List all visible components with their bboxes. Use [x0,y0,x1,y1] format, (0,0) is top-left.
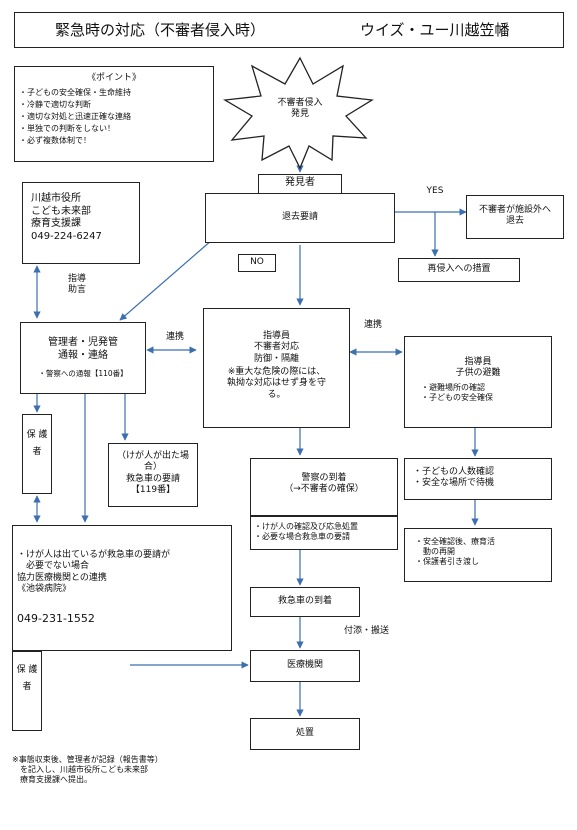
yes-label: YES [426,186,444,196]
after-safety-label: ・安全確認後、療育活 動の再開 ・保護者引き渡し [415,537,495,566]
manager-box: 管理者・児発管 通報・連絡 ・警察への通報【110番】 [20,322,146,394]
instructor-right-box: 指導員 子供の避難 ・避難場所の確認 ・子どもの安全確保 [404,336,552,428]
police-arrival-label: 警察の到着 （→不審者の確保） [284,473,364,495]
discovery-burst [222,56,374,170]
burst-label: 不審者侵入 発見 [277,98,323,120]
medical-coop-lines: ・けが人は出ているが救急車の要請が 必要でない場合 協力医療機関との連携 《池袋… [17,550,171,594]
city-office-box: 川越市役所 こども未来部 療育支援課 049-224-6247 [22,182,140,264]
after-safety-box: ・安全確認後、療育活 動の再開 ・保護者引き渡し [404,528,552,582]
no-label: NO [250,257,264,267]
medical-coop-box: ・けが人は出ているが救急車の要請が 必要でない場合 協力医療機関との連携 《池袋… [12,525,232,651]
discoverer-box: 発見者 [258,174,342,194]
guardian-bottom-box: 保 護 者 [12,651,42,731]
manager-sub: ・警察への通報【110番】 [38,369,128,378]
instructor-center-note: ※重大な危険の際には、 執拗な対応はせず身を守 る。 [226,367,326,400]
guardian-bottom-label: 保 護 者 [16,665,38,693]
point-item-2: ・冷静で適切な判断 [19,100,91,109]
arrow-exit-to-manager [119,239,213,321]
treatment-label: 処置 [295,728,314,738]
exit-request-label: 退去要請 [281,212,318,222]
exit-request-box: 退去要請 [205,193,395,243]
medical-institution-label: 医療機関 [286,660,323,670]
re-entry-label: 再侵入への措置 [427,264,491,274]
medical-institution-box: 医療機関 [250,650,360,682]
point-item-5: ・必ず複数体制で！ [19,136,91,145]
point-item-1: ・子どもの安全確保・生命維持 [19,88,131,97]
points-heading: 《ポイント》 [86,73,141,83]
renkei-left-label: 連携 [166,332,185,342]
re-entry-box: 再侵入への措置 [398,258,520,282]
discoverer-label: 発見者 [285,177,315,188]
instructor-center-main: 指導員 不審者対応 防御・隔離 [253,331,299,364]
police-arrival-box: 警察の到着 （→不審者の確保） [250,458,398,516]
ambulance-call-box: （けが人が出た場 合） 救急車の要請 【119番】 [108,443,198,507]
point-item-4: ・単独での判断をしない！ [19,124,115,133]
title-bar: 緊急時の対応（不審者侵入時） ウイズ・ユー川越笠幡 [14,12,564,48]
page-title: 緊急時の対応（不審者侵入時） [55,21,266,39]
instructor-center-box: 指導員 不審者対応 防御・隔離 ※重大な危険の際には、 執拗な対応はせず身を守 … [203,308,350,428]
headcount-box: ・子どもの人数確認 ・安全な場所で待機 [404,458,552,500]
ambulance-call-label: （けが人が出た場 合） 救急車の要請 【119番】 [116,451,189,495]
ambulance-arrival-label: 救急車の到着 [277,596,332,606]
manager-main: 管理者・児発管 通報・連絡 [48,337,118,361]
instructor-right-sub: ・避難場所の確認 ・子どもの安全確保 [421,383,493,402]
guardian-top-label: 保 護 者 [26,430,48,458]
city-office-lines: 川越市役所 こども未来部 療育支援課 049-224-6247 [31,193,102,242]
point-item-3: ・適切な対処と迅速正確な連絡 [19,112,131,121]
guardian-top-box: 保 護 者 [22,414,52,494]
ambulance-arrival-box: 救急車の到着 [250,587,360,617]
points-box: 《ポイント》 ・子どもの安全確保・生命維持 ・冷静で適切な判断 ・適切な対処と迅… [14,66,214,162]
footnote: ※事態収束後、管理者が記録（報告書等） を記入し、川越市役所こども未来部 療育支… [12,755,163,784]
injury-check-box: ・けが人の確認及び応急処置 ・必要な場合救急車の要請 [250,516,398,550]
no-box: NO [238,254,276,272]
guidance-label: 指導 助言 [67,274,86,296]
facility-name: ウイズ・ユー川越笠幡 [360,21,510,39]
medical-coop-phone: 049-231-1552 [17,612,95,625]
left-outside-label: 不審者が施設外へ 退去 [478,205,551,227]
headcount-label: ・子どもの人数確認 ・安全な場所で待機 [413,467,495,489]
treatment-box: 処置 [250,718,360,750]
escort-label: 付添・搬送 [344,626,390,636]
renkei-right-label: 連携 [364,320,383,330]
yes-box: YES [412,184,458,202]
instructor-right-main: 指導員 子供の避難 [455,357,501,379]
left-outside-box: 不審者が施設外へ 退去 [466,195,564,239]
injury-check-label: ・けが人の確認及び応急処置 ・必要な場合救急車の要請 [254,522,358,541]
